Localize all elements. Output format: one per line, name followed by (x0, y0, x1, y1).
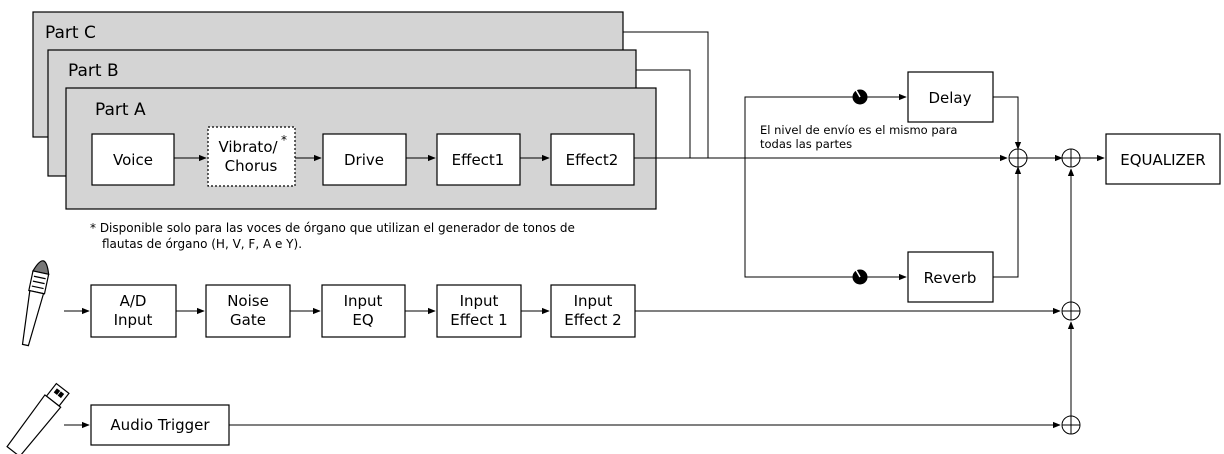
return-lines (993, 96, 1022, 278)
chorus-label: Chorus (225, 157, 278, 175)
microphone-icon (21, 260, 50, 347)
input-effect-1-line-2: Effect 1 (450, 311, 507, 329)
effect1-label: Effect1 (452, 151, 505, 169)
drive-label: Drive (344, 151, 384, 169)
delay-block: Delay (907, 71, 994, 123)
vibrato-chorus-block: Vibrato/ * Chorus (207, 126, 296, 187)
input-effect-2-line-1: Input (574, 292, 613, 310)
audio-trigger-block: Audio Trigger (90, 404, 230, 446)
sum-mixer-icon (1008, 148, 1028, 168)
reverb-level-knob-icon (852, 269, 868, 285)
drive-block: Drive (322, 133, 407, 186)
vibrato-label: Vibrato/ (218, 138, 278, 156)
voice-label: Voice (113, 151, 153, 169)
part-c-title: Part C (45, 23, 96, 43)
part-outputs-wiring (623, 31, 709, 158)
send-branches (744, 93, 907, 281)
usb-drive-icon (6, 382, 70, 454)
equalizer-label: EQUALIZER (1120, 151, 1205, 169)
audio-trigger-label: Audio Trigger (110, 416, 210, 434)
input-effect-2-block: Input Effect 2 (550, 284, 636, 338)
noise-gate-block: Noise Gate (205, 284, 291, 338)
effect2-label: Effect2 (566, 151, 619, 169)
input-effect-2-line-2: Effect 2 (564, 311, 621, 329)
input-eq-line-2: EQ (352, 311, 373, 329)
voice-block: Voice (91, 133, 175, 186)
master-sum-mixer-icon (1061, 148, 1081, 168)
reverb-block: Reverb (907, 251, 994, 303)
input-eq-block: Input EQ (321, 284, 406, 338)
send-note-line-1: El nivel de envío es el mismo para (760, 123, 957, 137)
part-b-title: Part B (68, 61, 119, 81)
input-eq-line-1: Input (344, 292, 383, 310)
vibrato-footnote-mark: * (281, 133, 287, 147)
input-effect-1-block: Input Effect 1 (436, 284, 522, 338)
part-a-title: Part A (95, 100, 146, 120)
footnote-line-2: flautas de órgano (H, V, F, A e Y). (102, 237, 302, 251)
send-note-line-2: todas las partes (760, 137, 852, 151)
input-effect-1-line-1: Input (460, 292, 499, 310)
effect1-block: Effect1 (436, 133, 521, 186)
delay-level-knob-icon (852, 89, 868, 105)
ad-label-line-2: Input (114, 311, 153, 329)
reverb-label: Reverb (924, 269, 977, 287)
mic-sum-mixer-icon (1061, 301, 1081, 321)
audio-sum-mixer-icon (1061, 415, 1081, 435)
equalizer-block: EQUALIZER (1105, 133, 1221, 185)
effect2-block: Effect2 (550, 133, 635, 186)
noise-gate-line-1: Noise (227, 292, 269, 310)
footnote-line-1: * Disponible solo para las voces de órga… (90, 221, 575, 235)
ad-label-line-1: A/D (120, 292, 147, 310)
ad-input-block: A/D Input (90, 284, 177, 338)
delay-label: Delay (928, 89, 971, 107)
noise-gate-line-2: Gate (230, 311, 266, 329)
